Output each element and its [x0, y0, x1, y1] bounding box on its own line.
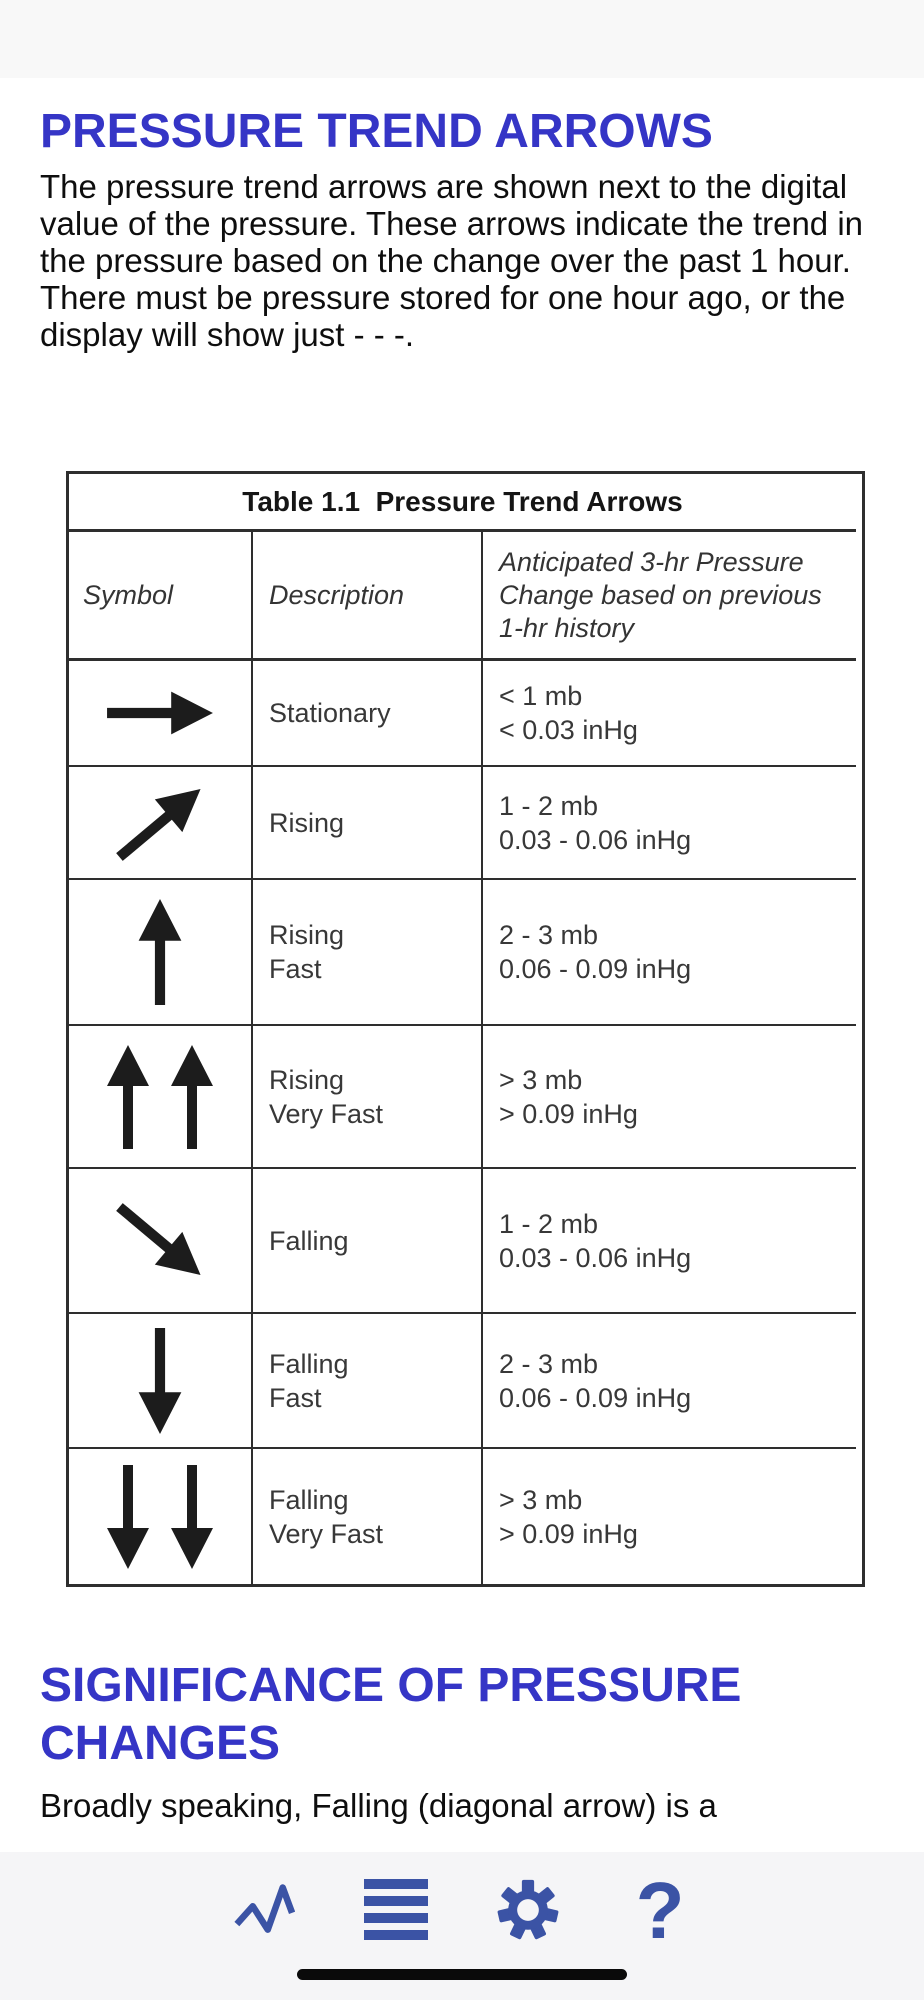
status-bar-area: [0, 0, 924, 78]
symbol-cell: [69, 1449, 253, 1584]
column-header-change: Anticipated 3-hr Pressure Change based o…: [483, 532, 856, 661]
menu-icon: [364, 1878, 428, 1944]
home-indicator[interactable]: [297, 1969, 627, 1980]
double-down-arrow-icon: [99, 1462, 221, 1572]
symbol-cell: [69, 661, 253, 767]
up-right-arrow-icon: [104, 767, 216, 878]
bottom-toolbar: ?: [0, 1852, 924, 2000]
intro-paragraph: The pressure trend arrows are shown next…: [40, 168, 864, 353]
symbol-cell: [69, 880, 253, 1026]
page-title: PRESSURE TREND ARROWS: [40, 105, 713, 158]
menu-button[interactable]: [363, 1876, 429, 1946]
help-button[interactable]: ?: [627, 1866, 693, 1955]
toolbar-buttons: ?: [0, 1852, 924, 1955]
down-right-arrow-icon: [104, 1185, 216, 1297]
double-up-arrow-icon: [99, 1042, 221, 1152]
chart-button[interactable]: [231, 1876, 297, 1946]
symbol-cell: [69, 1026, 253, 1169]
right-arrow-icon: [104, 661, 216, 765]
table-caption: Table 1.1 Pressure Trend Arrows: [69, 474, 856, 532]
up-arrow-icon: [104, 896, 216, 1008]
help-document-scroll-area[interactable]: PRESSURE TREND ARROWS The pressure trend…: [0, 78, 924, 1824]
description-cell: Rising: [253, 767, 483, 880]
gear-icon: [495, 1877, 561, 1946]
section-title-significance: SIGNIFICANCE OF PRESSURE CHANGES: [40, 1659, 742, 1770]
section-paragraph: Broadly speaking, Falling (diagonal arro…: [40, 1787, 717, 1824]
settings-button[interactable]: [495, 1876, 561, 1946]
down-arrow-icon: [104, 1325, 216, 1437]
symbol-cell: [69, 1314, 253, 1449]
change-cell: < 1 mb< 0.03 inHg: [483, 661, 856, 767]
pressure-trend-table: Table 1.1 Pressure Trend Arrows Symbol D…: [66, 471, 865, 1587]
symbol-cell: [69, 767, 253, 880]
question-mark-icon: ?: [635, 1866, 685, 1955]
waveform-icon: [233, 1881, 296, 1942]
symbol-cell: [69, 1169, 253, 1314]
column-header-symbol: Symbol: [69, 532, 253, 661]
column-header-description: Description: [253, 532, 483, 661]
description-cell: Stationary: [253, 661, 483, 767]
change-cell: > 3 mb> 0.09 inHg: [499, 1484, 638, 1549]
change-cell: > 3 mb> 0.09 inHg: [483, 1026, 856, 1169]
description-cell: Falling: [253, 1169, 483, 1314]
